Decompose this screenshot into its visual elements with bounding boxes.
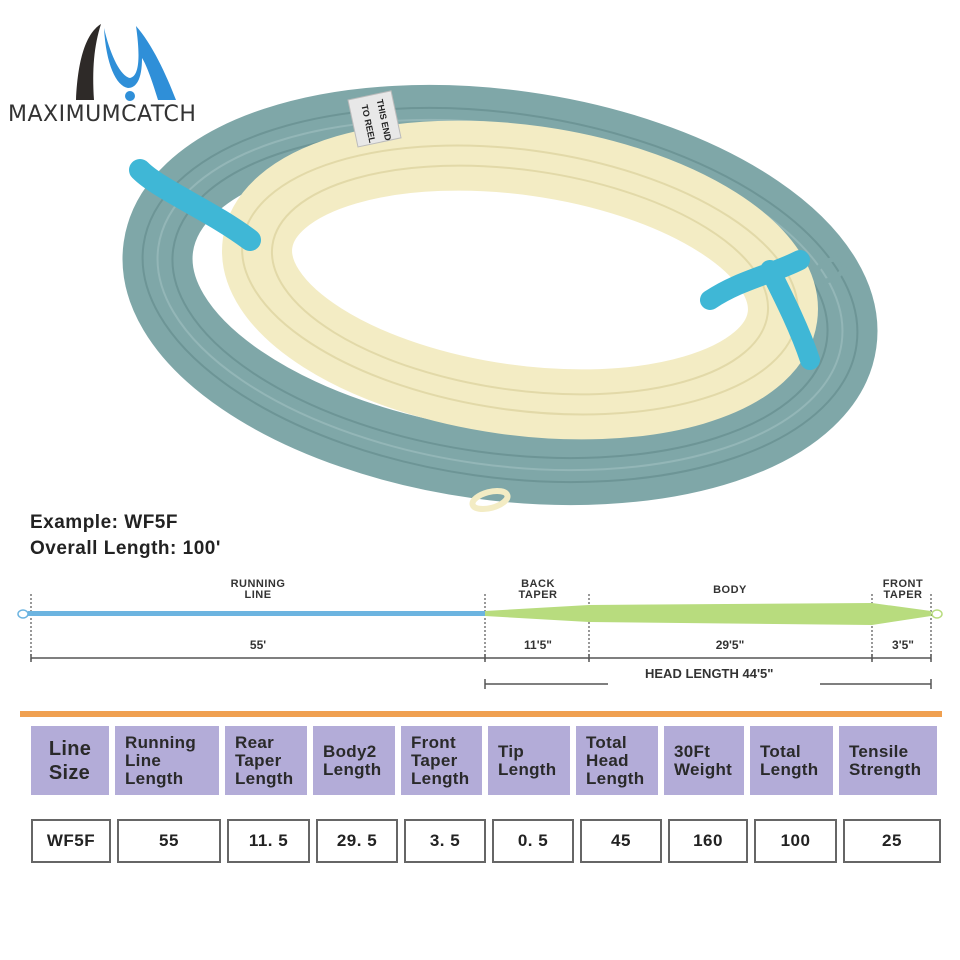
- running-line-length: 55': [249, 638, 267, 652]
- front-taper-length: 3'5": [892, 638, 914, 652]
- header-body2-length: Body2 Length: [313, 726, 395, 795]
- table-header-row: Line Size Running Line Length Rear Taper…: [31, 726, 941, 795]
- body-label: BODY: [713, 584, 747, 596]
- example-value: WF5F: [124, 512, 178, 533]
- overall-length-value: 100': [182, 538, 221, 559]
- header-line-size: Line Size: [31, 726, 109, 795]
- cell-running-line-length: 55: [117, 819, 221, 863]
- header-front-taper-length: Front Taper Length: [401, 726, 482, 795]
- cell-total-head-length: 45: [580, 819, 662, 863]
- cell-line-size: WF5F: [31, 819, 111, 863]
- spec-table: Line Size Running Line Length Rear Taper…: [31, 726, 941, 863]
- example-label: Example: [30, 512, 112, 533]
- cell-body2-length: 29. 5: [316, 819, 398, 863]
- cell-tensile-strength: 25: [843, 819, 941, 863]
- fly-line-coil-image: TO REEL THIS END: [120, 70, 880, 520]
- header-tip-length: Tip Length: [488, 726, 570, 795]
- cell-rear-taper-length: 11. 5: [227, 819, 310, 863]
- logo-mark-icon: [76, 24, 176, 101]
- cell-total-length: 100: [754, 819, 837, 863]
- header-total-length: Total Length: [750, 726, 833, 795]
- cell-tip-length: 0. 5: [492, 819, 574, 863]
- header-total-head-length: Total Head Length: [576, 726, 658, 795]
- header-tensile-strength: Tensile Strength: [839, 726, 937, 795]
- example-spec: Example: WF5F Overall Length: 100': [30, 512, 221, 559]
- cell-front-taper-length: 3. 5: [404, 819, 486, 863]
- overall-length-label: Overall Length: [30, 538, 171, 559]
- head-length-label: HEAD LENGTH 44'5": [645, 666, 774, 681]
- header-running-line-length: Running Line Length: [115, 726, 219, 795]
- back-taper-length: 11'5": [524, 638, 552, 652]
- table-row: WF5F 55 11. 5 29. 5 3. 5 0. 5 45 160 100…: [31, 819, 941, 863]
- brand-logo: [6, 14, 246, 134]
- divider-rule: [20, 711, 942, 717]
- header-30ft-weight: 30Ft Weight: [664, 726, 744, 795]
- brand-name: MAXIMUMCATCH: [8, 102, 197, 127]
- header-rear-taper-length: Rear Taper Length: [225, 726, 307, 795]
- cell-30ft-weight: 160: [668, 819, 748, 863]
- body-length: 29'5": [715, 638, 745, 652]
